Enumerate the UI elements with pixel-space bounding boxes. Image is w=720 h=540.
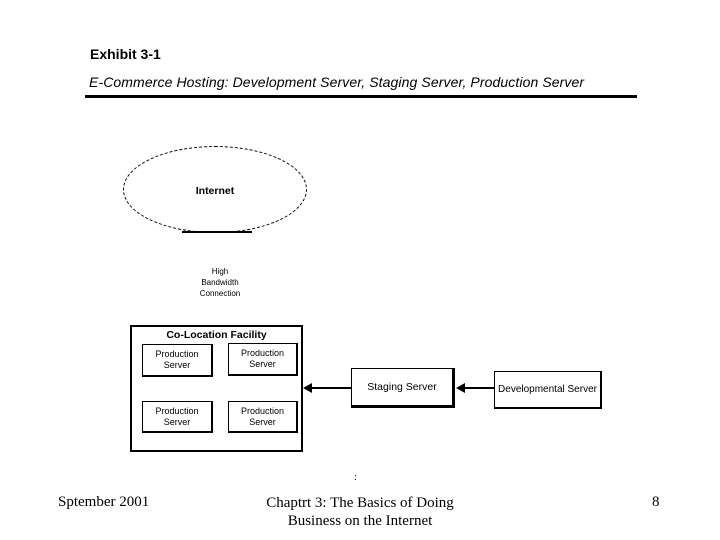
arrowhead-dev-to-staging xyxy=(456,383,465,393)
connection-label-line2: Bandwidth xyxy=(201,278,239,287)
connection-label-line3: Connection xyxy=(199,289,241,298)
footer-page-number: 8 xyxy=(652,494,660,510)
arrowhead-staging-to-colocation xyxy=(303,383,312,393)
colocation-facility-box xyxy=(130,325,303,452)
exhibit-subtitle: E-Commerce Hosting: Development Server, … xyxy=(89,74,585,90)
internet-base-line xyxy=(182,231,252,233)
colocation-facility-title: Co-Location Facility xyxy=(166,329,267,341)
connection-label-line1: High xyxy=(211,267,229,276)
production-server-box-2: Production Server xyxy=(228,343,298,376)
production-server-box-4: Production Server xyxy=(228,401,298,433)
footer-chapter-line2: Business on the Internet xyxy=(287,513,433,529)
footer-stray-mark: : xyxy=(354,472,357,483)
header-divider xyxy=(85,95,637,98)
arrow-line-staging-to-colocation xyxy=(311,387,351,389)
development-server-box: Developmental Server xyxy=(494,371,602,409)
connection-label: High Bandwidth Connection xyxy=(188,266,252,299)
production-server-box-3: Production Server xyxy=(142,401,213,433)
exhibit-title: Exhibit 3-1 xyxy=(90,46,161,62)
footer-date: Sptember 2001 xyxy=(58,494,150,510)
arrow-line-dev-to-staging xyxy=(464,387,494,389)
internet-label: Internet xyxy=(195,185,235,197)
staging-server-box: Staging Server xyxy=(351,368,455,408)
production-server-box-1: Production Server xyxy=(142,344,213,377)
footer-chapter-title: Chaptrt 3: The Basics of Doing Business … xyxy=(0,494,720,530)
footer-chapter-line1: Chaptrt 3: The Basics of Doing xyxy=(266,495,454,511)
